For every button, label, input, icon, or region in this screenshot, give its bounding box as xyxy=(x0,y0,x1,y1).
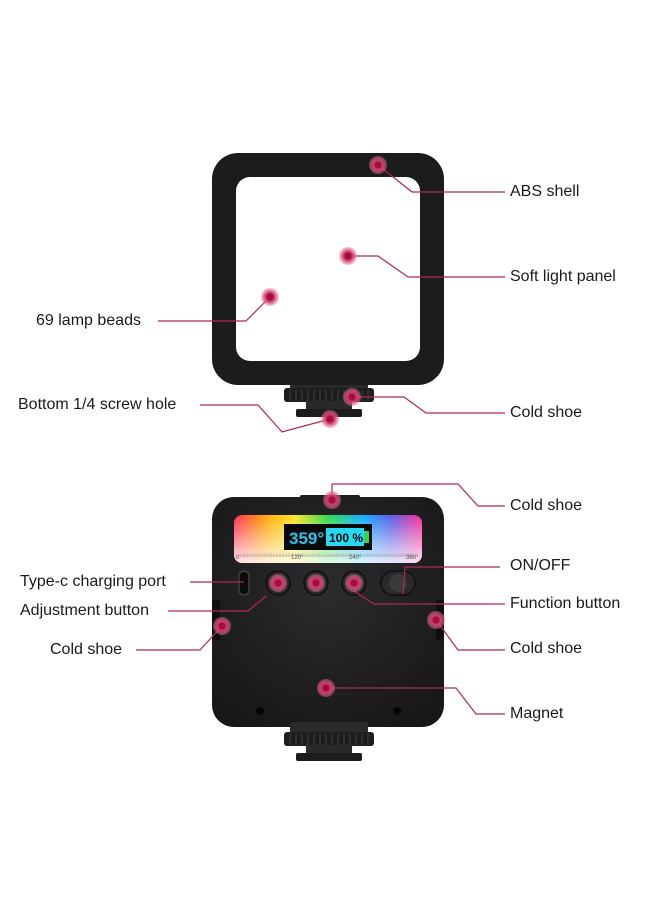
battery-readout: 100 % xyxy=(329,531,363,545)
label-cold-shoe-top-device: Cold shoe xyxy=(510,404,583,421)
label-screw-hole: Bottom 1/4 screw hole xyxy=(18,396,177,413)
on-off-knob xyxy=(389,574,407,592)
bottom-callout-lines xyxy=(136,483,505,715)
label-cold-shoe-right: Cold shoe xyxy=(510,640,583,657)
hue-readout: 359° xyxy=(289,529,324,548)
label-on-off: ON/OFF xyxy=(510,557,571,574)
label-abs-shell: ABS shell xyxy=(510,183,580,200)
label-lamp-beads: 69 lamp beads xyxy=(36,312,141,329)
hue-tick-360: 360° xyxy=(406,555,419,561)
label-function-button: Function button xyxy=(510,595,621,612)
hue-tick-120: 120° xyxy=(291,555,304,561)
screw-hole-right xyxy=(393,707,401,715)
hue-tick-0: 0° xyxy=(236,555,242,561)
label-cold-shoe-top: Cold shoe xyxy=(510,497,583,514)
hue-tick-240: 240° xyxy=(349,555,362,561)
label-type-c-port: Type-c charging port xyxy=(20,573,166,590)
battery-box xyxy=(326,528,364,546)
cold-shoe-mount-bottom-device xyxy=(284,722,374,761)
soft-light-panel xyxy=(236,177,420,361)
label-magnet: Magnet xyxy=(510,705,564,722)
screw-hole-left xyxy=(256,707,264,715)
battery-icon xyxy=(364,531,369,543)
hue-scale: 0° 120° 240° 360° xyxy=(236,553,419,561)
light-front-view xyxy=(212,153,444,417)
type-c-port xyxy=(238,570,250,596)
label-cold-shoe-left: Cold shoe xyxy=(50,641,123,658)
label-adjustment-button: Adjustment button xyxy=(20,602,149,619)
label-soft-light-panel: Soft light panel xyxy=(510,268,616,285)
light-back-view: 359° 100 % 0° 120° 240° 360° xyxy=(212,495,444,761)
bottom-callout-dots xyxy=(213,491,445,697)
top-callout-lines xyxy=(158,164,505,433)
top-callout-dots xyxy=(261,156,387,428)
